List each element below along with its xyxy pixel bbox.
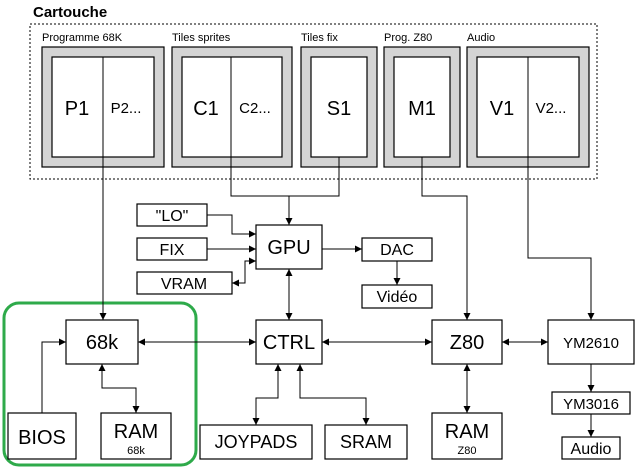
line-crom-srom-merge [230, 157, 340, 197]
connections [41, 157, 595, 437]
rom-s1: S1 [327, 98, 351, 120]
cartridge-title: Cartouche [33, 4, 107, 21]
cartridge-outline [29, 23, 598, 180]
rom-v2: V2... [536, 100, 567, 117]
rom-v1: V1 [490, 98, 514, 120]
vram-block: VRAM [136, 271, 233, 295]
ym3016-label: YM3016 [563, 396, 619, 413]
z80-block: Z80 [431, 319, 503, 365]
sram-block: SRAM [324, 424, 408, 460]
ram68k-label: RAM [114, 421, 158, 443]
bios-label: BIOS [18, 427, 66, 449]
video-label: Vidéo [377, 289, 418, 306]
cpu68k-block: 68k [65, 319, 139, 365]
rom-v-module: V1 V2... [466, 46, 590, 168]
rom-m-module: M1 [383, 46, 461, 168]
lo-label: "LO" [156, 208, 189, 225]
joypads-block: JOYPADS [199, 424, 313, 460]
section-label-prog-z80: Prog. Z80 [384, 32, 432, 44]
sram-label: SRAM [340, 432, 392, 452]
rom-c2: C2... [239, 100, 271, 117]
ctrl-label: CTRL [263, 332, 315, 354]
rom-s-module: S1 [300, 46, 378, 168]
bios-block: BIOS [7, 412, 77, 460]
ramz80-sublabel: Z80 [458, 445, 477, 457]
joypads-label: JOYPADS [215, 432, 298, 452]
dac-block: DAC [361, 237, 433, 262]
audio-label: Audio [571, 441, 612, 458]
ram68k-block: RAM 68k [100, 412, 172, 460]
section-label-tiles-fix: Tiles fix [301, 32, 338, 44]
fix-label: FIX [160, 242, 185, 259]
ramz80-block: RAM Z80 [431, 412, 503, 460]
fix-block: FIX [136, 237, 208, 261]
gpu-block: GPU [255, 224, 323, 270]
section-label-prog68k: Programme 68K [42, 32, 123, 44]
rom-p1: P1 [65, 98, 89, 120]
arrow-lo-to-gpu [207, 214, 256, 238]
cpu68k-label: 68k [86, 332, 119, 354]
cpu68k-highlight [2, 301, 198, 467]
arrow-vrom-to-ym2610 [527, 157, 595, 320]
vram-label: VRAM [161, 276, 207, 293]
arrow-68k-ram [98, 364, 140, 413]
rom-c1: C1 [193, 98, 219, 120]
gpu-label: GPU [267, 237, 310, 259]
arrow-m1-to-z80 [421, 157, 471, 320]
arrow-bios-to-68k [41, 338, 66, 413]
ctrl-block: CTRL [255, 319, 323, 365]
ram68k-sublabel: 68k [127, 445, 145, 457]
ym3016-block: YM3016 [551, 391, 631, 415]
dac-label: DAC [380, 242, 414, 259]
lo-block: "LO" [136, 203, 208, 227]
rom-c-module: C1 C2... [171, 46, 293, 168]
arrow-ctrl-sram [296, 364, 370, 425]
ym2610-block: YM2610 [547, 319, 635, 365]
arrow-ctrl-joypads [252, 364, 282, 425]
ym2610-label: YM2610 [563, 335, 619, 352]
rom-p2: P2... [111, 100, 142, 117]
section-label-audio: Audio [467, 32, 495, 44]
ramz80-label: RAM [445, 421, 489, 443]
rom-p-module: P1 P2... [41, 46, 165, 168]
video-block: Vidéo [361, 284, 433, 309]
rom-m1: M1 [408, 98, 436, 120]
arrow-gpu-vram [232, 257, 256, 287]
audio-block: Audio [561, 436, 621, 460]
section-label-tiles-sprites: Tiles sprites [172, 32, 231, 44]
z80-label: Z80 [450, 332, 484, 354]
